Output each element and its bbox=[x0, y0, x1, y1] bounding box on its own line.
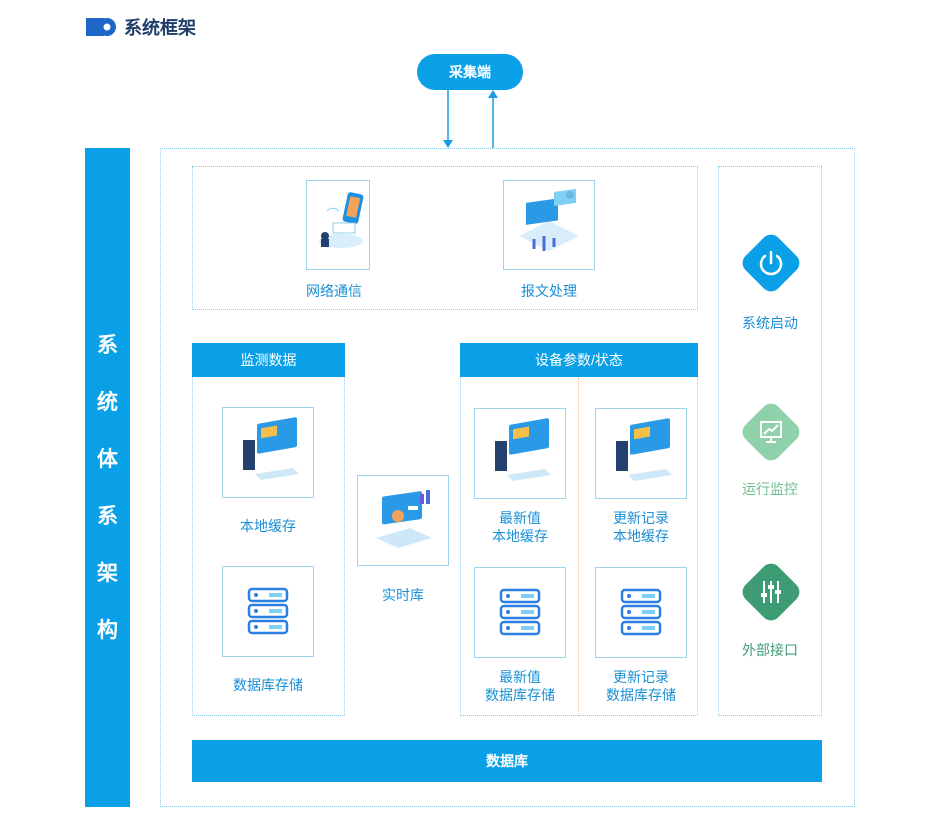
realtime-db-label: 实时库 bbox=[382, 587, 424, 603]
report-processing-icon bbox=[519, 188, 579, 251]
history-cache-frame bbox=[595, 408, 687, 499]
report-label: 报文处理 bbox=[521, 283, 577, 299]
computer-icon bbox=[243, 417, 299, 480]
latest-db-frame bbox=[474, 567, 566, 658]
realtime-dashboard-icon bbox=[376, 490, 432, 548]
latest-cache-line1: 最新值 bbox=[499, 510, 541, 526]
latest-cache-line2: 本地缓存 bbox=[492, 528, 548, 544]
communication-panel bbox=[192, 166, 698, 310]
server-stack-icon bbox=[247, 587, 289, 635]
sidebar-char: 架 bbox=[97, 562, 118, 585]
monitor-data-header: 监测数据 bbox=[192, 343, 345, 377]
monitor-screen-icon bbox=[760, 421, 782, 443]
computer-icon bbox=[616, 418, 672, 481]
device-params-header: 设备参数/状态 bbox=[460, 343, 698, 377]
power-icon bbox=[759, 250, 783, 276]
data-flow-arrows bbox=[443, 90, 498, 148]
sidebar-char: 构 bbox=[97, 619, 118, 642]
system-start-label: 系统启动 bbox=[742, 315, 798, 331]
control-panel bbox=[718, 166, 822, 716]
run-monitor-label: 运行监控 bbox=[742, 481, 798, 497]
history-db-line1: 更新记录 bbox=[613, 669, 669, 685]
outer-frame bbox=[160, 148, 855, 807]
history-cache-line1: 更新记录 bbox=[613, 510, 669, 526]
sidebar-char: 体 bbox=[97, 448, 118, 471]
sliders-icon bbox=[761, 581, 781, 603]
sidebar-char: 系 bbox=[97, 505, 118, 528]
section-flag-icon bbox=[86, 18, 116, 36]
latest-db-label: 最新值 数据库存储 bbox=[464, 668, 576, 704]
latest-cache-label: 最新值 本地缓存 bbox=[464, 509, 576, 545]
monitor-cache-frame bbox=[222, 407, 314, 498]
history-cache-label: 更新记录 本地缓存 bbox=[585, 509, 697, 545]
server-stack-icon bbox=[620, 588, 662, 636]
database-bar: 数据库 bbox=[192, 740, 822, 782]
external-interface-label: 外部接口 bbox=[742, 642, 798, 658]
server-stack-icon bbox=[499, 588, 541, 636]
latest-db-line2: 数据库存储 bbox=[485, 687, 555, 703]
section-title: 系统框架 bbox=[124, 18, 196, 38]
history-db-line2: 数据库存储 bbox=[606, 687, 676, 703]
history-cache-line2: 本地缓存 bbox=[613, 528, 669, 544]
sidebar-char: 系 bbox=[97, 334, 118, 357]
network-icon-frame bbox=[306, 180, 370, 270]
history-db-label: 更新记录 数据库存储 bbox=[585, 668, 697, 704]
history-db-frame bbox=[595, 567, 687, 658]
monitor-cache-label: 本地缓存 bbox=[240, 518, 296, 534]
computer-icon bbox=[495, 418, 551, 481]
latest-cache-frame bbox=[474, 408, 566, 499]
system-architecture-sidebar: 系 统 体 系 架 构 bbox=[85, 148, 130, 807]
sidebar-char: 统 bbox=[97, 391, 118, 414]
collector-node: 采集端 bbox=[417, 54, 523, 90]
report-icon-frame bbox=[503, 180, 595, 270]
realtime-db-frame bbox=[357, 475, 449, 566]
latest-db-line1: 最新值 bbox=[499, 669, 541, 685]
monitor-db-label: 数据库存储 bbox=[233, 677, 303, 693]
monitor-db-frame bbox=[222, 566, 314, 657]
network-communication-icon bbox=[319, 192, 364, 248]
network-label: 网络通信 bbox=[306, 283, 362, 299]
device-divider bbox=[578, 378, 579, 716]
